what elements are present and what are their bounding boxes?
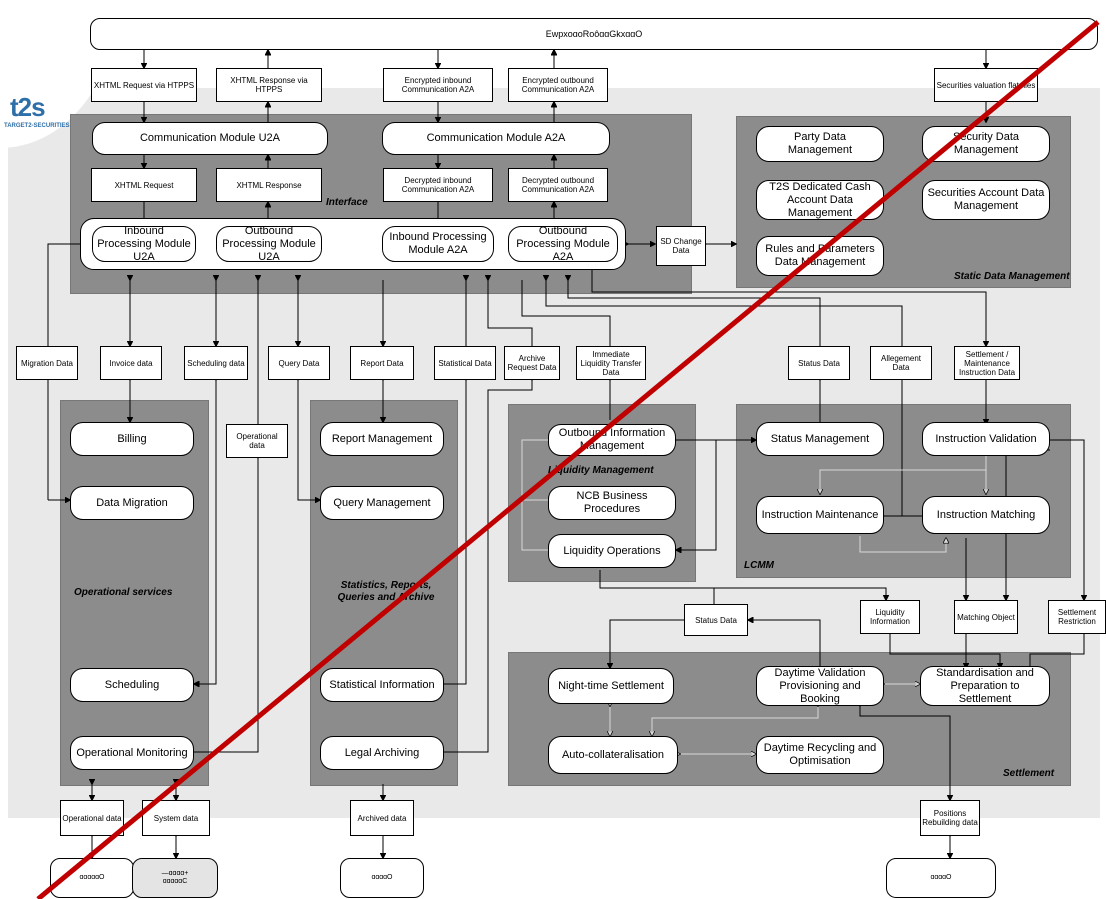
inbound-processing-a2a: Inbound Processing Module A2A <box>382 226 494 262</box>
night-time-settlement: Night-time Settlement <box>548 668 674 704</box>
scheduling-data-box: Scheduling data <box>184 346 248 380</box>
external-system-2: —ɑɑɑɑ+ ɑɑɑɑɑC <box>132 858 218 898</box>
securities-valuation-box: Securities valuation flat files <box>934 68 1038 102</box>
instruction-matching: Instruction Matching <box>922 496 1050 534</box>
cash-account-data-management: T2S Dedicated Cash Account Data Manageme… <box>756 180 884 220</box>
external-system-4: ɑɑɑɑO <box>886 858 996 898</box>
data-migration-module: Data Migration <box>70 486 194 520</box>
party-data-management: Party Data Management <box>756 126 884 162</box>
legal-archiving-module: Legal Archiving <box>320 736 444 770</box>
system-data-box: System data <box>142 800 210 836</box>
encrypted-inbound-box: Encrypted inbound Communication A2A <box>383 68 493 102</box>
security-data-management: Security Data Management <box>922 126 1050 162</box>
xhtml-response-https-box: XHTML Response via HTPPS <box>216 68 322 102</box>
outbound-processing-a2a: Outbound Processing Module A2A <box>508 225 618 263</box>
immediate-liquidity-transfer-box: Immediate Liquidity Transfer Data <box>576 346 646 380</box>
report-data-box: Report Data <box>350 346 414 380</box>
encrypted-outbound-box: Encrypted outbound Communication A2A <box>508 68 608 102</box>
status-data-box-top: Status Data <box>788 346 850 380</box>
matching-object-box: Matching Object <box>954 600 1018 634</box>
standardisation-preparation-settlement: Standardisation and Preparation to Settl… <box>920 666 1050 706</box>
statistical-information-module: Statistical Information <box>320 668 444 702</box>
operational-data-box-bottom: Operational data <box>60 800 124 836</box>
statistical-data-box: Statistical Data <box>434 346 496 380</box>
external-system-2-label-a: —ɑɑɑɑ+ <box>161 870 189 877</box>
external-system-4-label: ɑɑɑɑO <box>930 874 952 881</box>
operational-data-box-mid: Operational data <box>226 424 288 458</box>
xhtml-request-box: XHTML Request <box>91 168 197 202</box>
inbound-processing-u2a: Inbound Processing Module U2A <box>92 225 196 263</box>
archived-data-box: Archived data <box>350 800 414 836</box>
settlement-maintenance-instruction-box: Settlement / Maintenance Instruction Dat… <box>954 346 1020 380</box>
communication-module-u2a: Communication Module U2A <box>92 122 328 155</box>
allegement-data-box: Allegement Data <box>870 346 932 380</box>
network-bus-label: EwpxoɑoRoôɑɑGkxɑɑO <box>545 29 643 39</box>
instruction-maintenance: Instruction Maintenance <box>756 496 884 534</box>
status-management: Status Management <box>756 422 884 456</box>
daytime-validation-provisioning-booking: Daytime Validation Provisioning and Book… <box>756 666 884 706</box>
external-system-1: ɑɑɑɑɑO <box>50 858 134 898</box>
decrypted-outbound-box: Decrypted outbound Communication A2A <box>508 168 608 202</box>
daytime-recycling-optimisation: Daytime Recycling and Optimisation <box>756 736 884 774</box>
external-system-3: ɑɑɑɑO <box>340 858 424 898</box>
outbound-processing-u2a: Outbound Processing Module U2A <box>216 225 322 263</box>
external-system-2-label-b: ɑɑɑɑɑC <box>162 878 188 885</box>
auto-collateralisation: Auto-collateralisation <box>548 736 678 774</box>
ncb-business-procedures: NCB Business Procedures <box>548 486 676 520</box>
query-management-module: Query Management <box>320 486 444 520</box>
securities-account-data-management: Securities Account Data Management <box>922 180 1050 220</box>
liquidity-information-box: Liquidity Information <box>860 600 920 634</box>
settlement-restriction-box: Settlement Restriction <box>1048 600 1106 634</box>
archive-request-data-box: Archive Request Data <box>504 346 560 380</box>
network-bus: EwpxoɑoRoôɑɑGkxɑɑO <box>90 18 1098 50</box>
bottom-connectors <box>92 784 383 858</box>
migration-data-box: Migration Data <box>16 346 78 380</box>
query-data-box: Query Data <box>268 346 330 380</box>
positions-rebuilding-data-box: Positions Rebuilding data <box>920 800 980 836</box>
outbound-information-management: Outbound Information Management <box>548 424 676 456</box>
operational-monitoring-module: Operational Monitoring <box>70 736 194 770</box>
invoice-data-box: Invoice data <box>100 346 162 380</box>
xhtml-request-https-box: XHTML Request via HTPPS <box>91 68 197 102</box>
external-system-1-label: ɑɑɑɑɑO <box>79 874 105 881</box>
xhtml-response-box: XHTML Response <box>216 168 322 202</box>
billing-module: Billing <box>70 422 194 456</box>
decrypted-inbound-box: Decrypted inbound Communication A2A <box>383 168 493 202</box>
instruction-validation: Instruction Validation <box>922 422 1050 456</box>
status-data-box-lower: Status Data <box>684 604 748 636</box>
rules-parameters-data-management: Rules and Parameters Data Management <box>756 236 884 276</box>
scheduling-module: Scheduling <box>70 668 194 702</box>
communication-module-a2a: Communication Module A2A <box>382 122 610 155</box>
external-system-3-label: ɑɑɑɑO <box>371 874 393 881</box>
liquidity-operations: Liquidity Operations <box>548 534 676 568</box>
report-management-module: Report Management <box>320 422 444 456</box>
sd-change-data-box: SD Change Data <box>656 226 706 266</box>
